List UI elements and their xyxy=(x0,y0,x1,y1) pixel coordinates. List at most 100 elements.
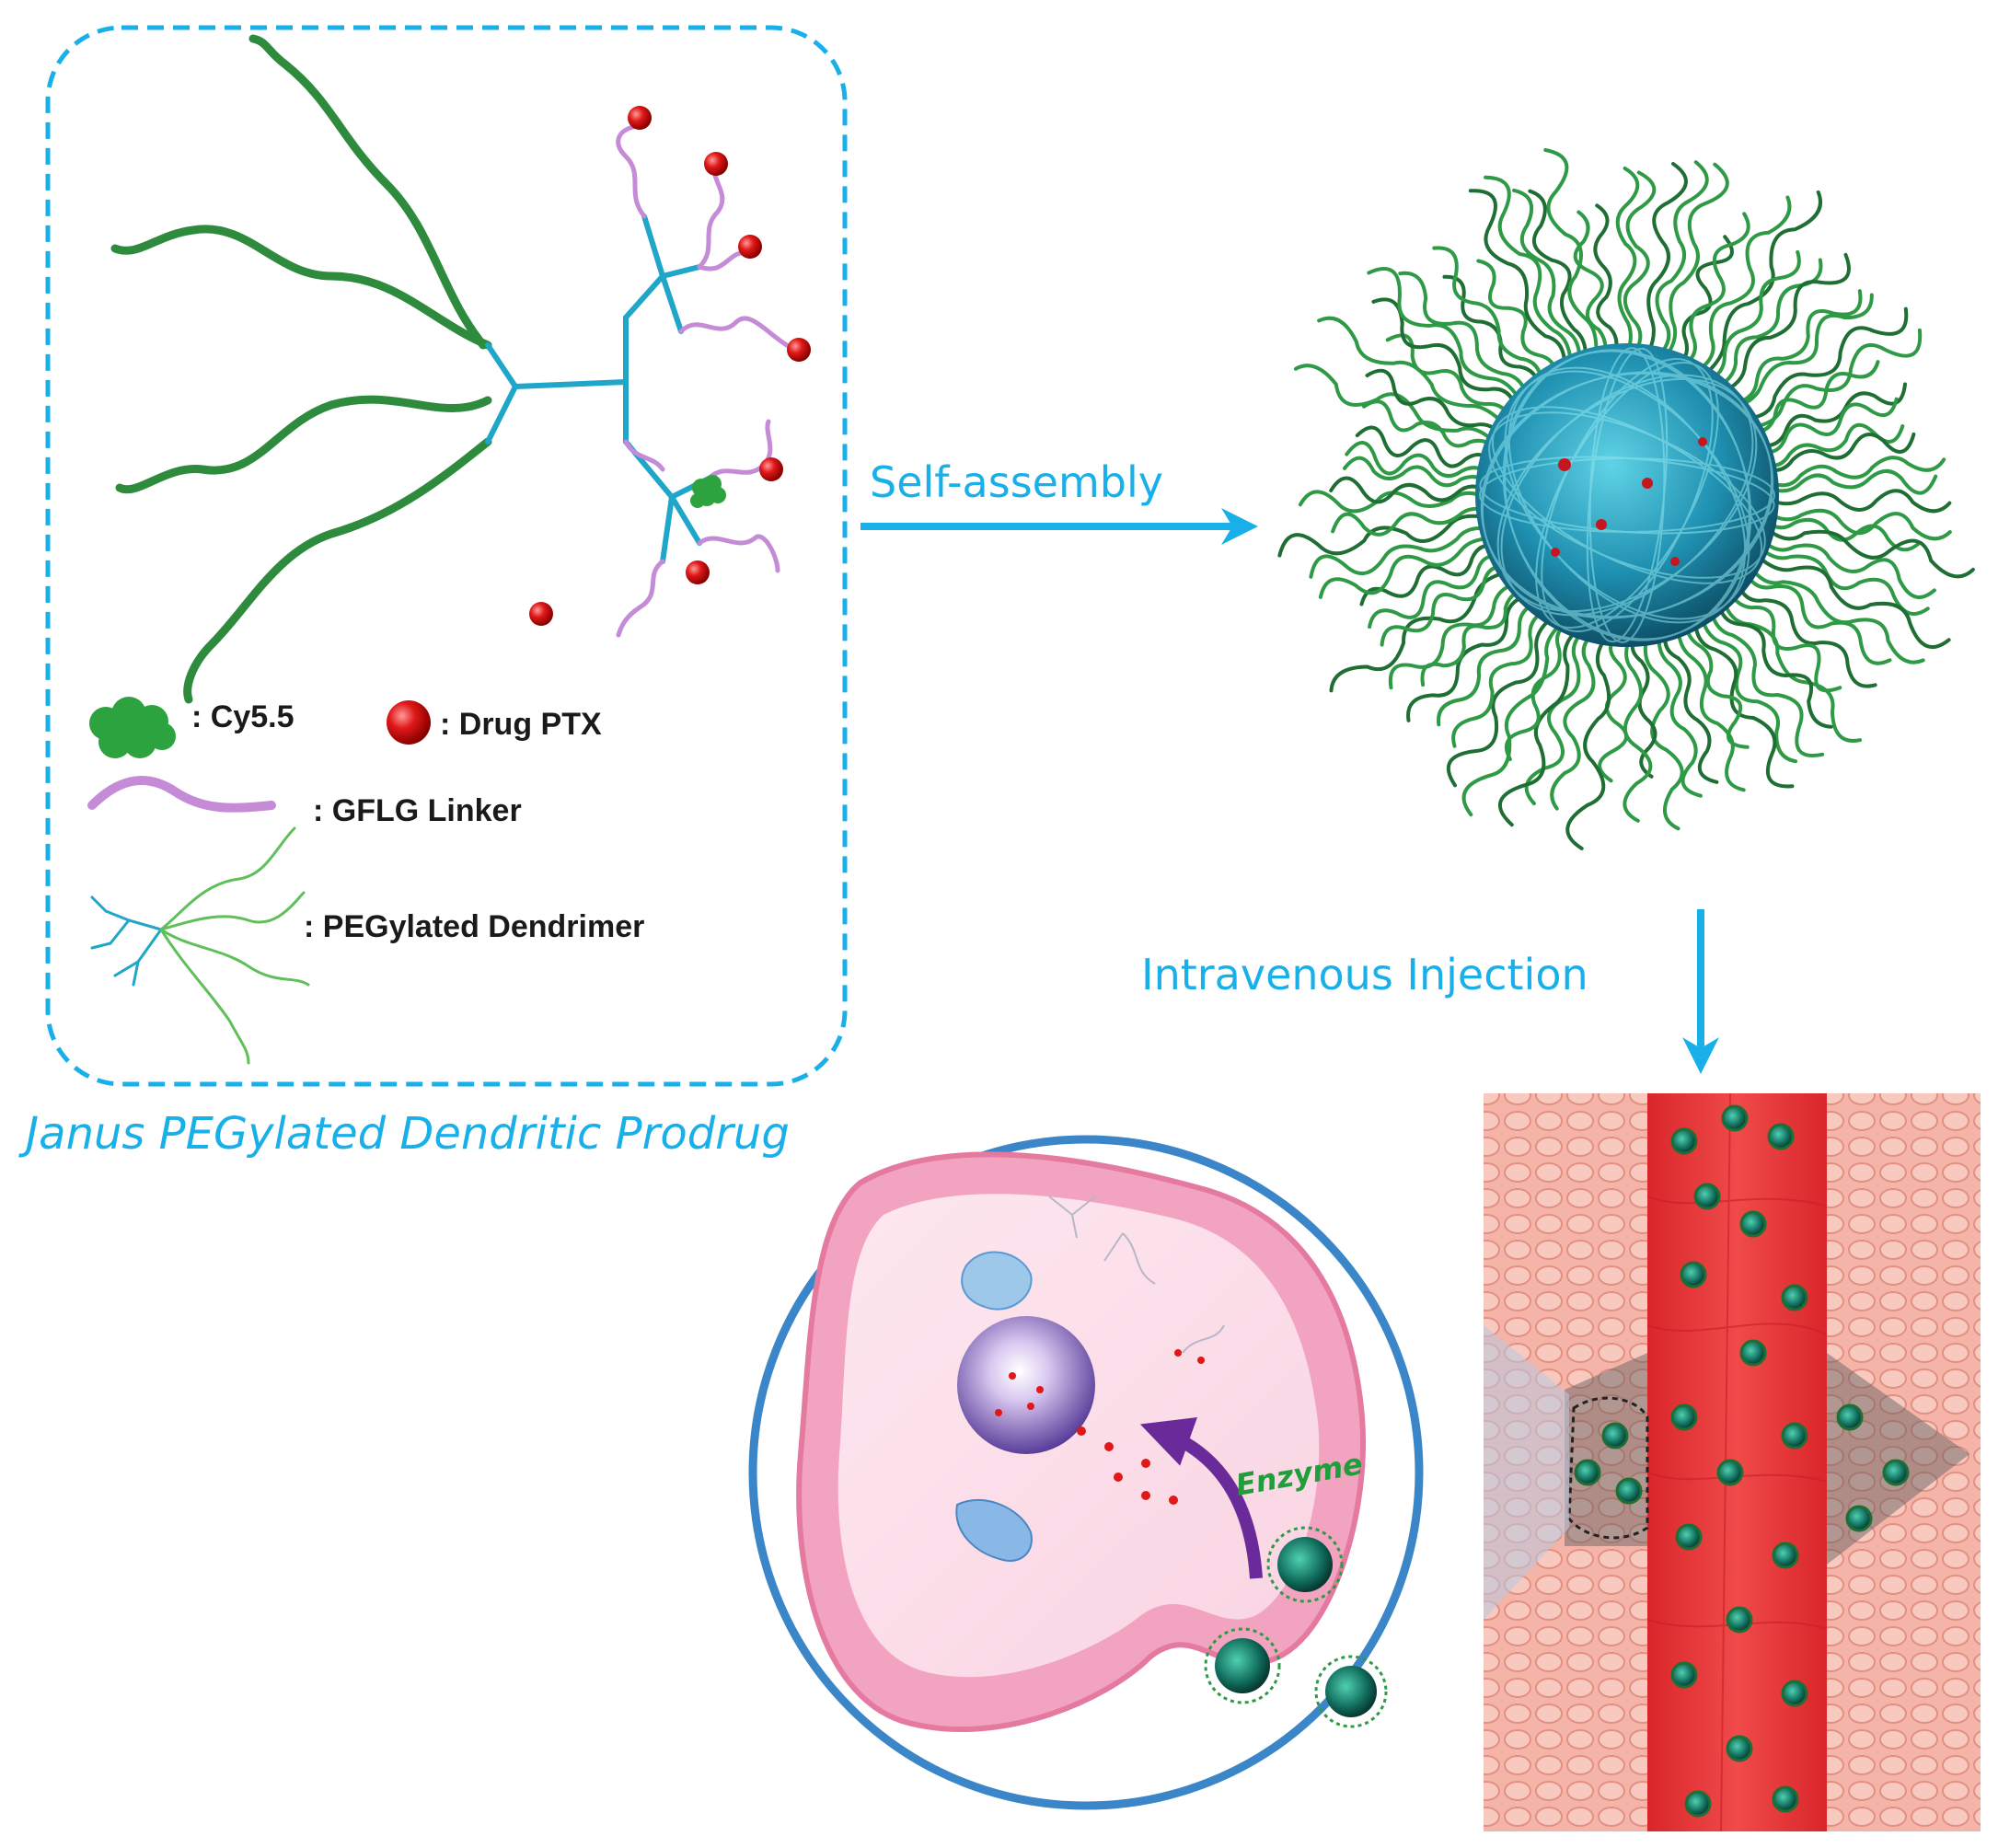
peg-strand xyxy=(1593,203,1619,360)
peg-strand xyxy=(1753,382,1907,448)
prodrug-panel: : Cy5.5 : Drug PTX : GFLG Linker xyxy=(18,25,848,1160)
peg-chain xyxy=(110,225,492,350)
vessel-nanoparticle xyxy=(1670,1661,1698,1689)
peg-strand xyxy=(1746,560,1925,664)
self-assembly-label: Self-assembly xyxy=(870,457,1163,507)
peg-strand xyxy=(1451,606,1551,748)
peg-strand xyxy=(1692,613,1795,789)
drug-legend-icon xyxy=(387,700,431,745)
peg-strand xyxy=(1365,368,1504,440)
peg-strand xyxy=(1345,441,1493,479)
vessel-nanoparticle xyxy=(1615,1477,1643,1505)
peg-strand xyxy=(1367,267,1525,408)
peg-strand xyxy=(1678,212,1750,370)
peg-strand xyxy=(1432,246,1544,388)
peg-strand xyxy=(1498,623,1584,827)
peg-chain xyxy=(183,437,492,704)
peg-chains xyxy=(110,34,492,704)
nanoparticle-core xyxy=(1475,343,1779,647)
peg-strand xyxy=(1512,188,1582,368)
dendron xyxy=(485,214,711,564)
peg-chain xyxy=(115,395,492,494)
vessel-nanoparticle xyxy=(1693,1183,1721,1210)
drug-ptx xyxy=(686,560,710,584)
peg-strand xyxy=(1504,619,1574,761)
vessel-nanoparticle xyxy=(1675,1523,1703,1551)
peg-corona xyxy=(1277,148,1975,850)
vessel-nanoparticle xyxy=(1574,1459,1601,1486)
peg-strand xyxy=(1742,566,1892,665)
vessel-nanoparticle xyxy=(1772,1785,1799,1813)
vessel-nanoparticle xyxy=(1601,1422,1629,1450)
mesh-ring xyxy=(1479,456,1775,535)
vessel-nanoparticle xyxy=(1726,1606,1753,1634)
peg-strand xyxy=(1747,360,1880,433)
vessel-nanoparticle xyxy=(1767,1123,1795,1150)
peg-strand xyxy=(1565,629,1611,850)
vessel-nanoparticle xyxy=(1882,1459,1910,1486)
peg-strand xyxy=(1406,592,1533,722)
peg-strand xyxy=(1643,629,1684,831)
peg-strand xyxy=(1371,297,1519,414)
peg-strand xyxy=(1573,210,1608,362)
peg-strand xyxy=(1761,515,1921,552)
vessel-nanoparticle xyxy=(1680,1261,1707,1288)
peg-strand xyxy=(1728,289,1863,407)
legend-cy55-label: : Cy5.5 xyxy=(191,699,295,734)
legend-linker-label: : GFLG Linker xyxy=(313,793,522,828)
peg-strand xyxy=(1329,476,1491,504)
peg-strand xyxy=(1663,625,1719,784)
prodrug-panel-title: Janus PEGylated Dendritic Prodrug xyxy=(18,1108,790,1160)
drug-ptx xyxy=(787,338,811,362)
peg-strand xyxy=(1277,514,1494,558)
legend-dendrimer-label: : PEGylated Dendrimer xyxy=(304,909,644,944)
vessel-nanoparticle xyxy=(1716,1459,1744,1486)
peg-strand xyxy=(1331,506,1493,537)
injection-step: Intravenous Injection xyxy=(1141,909,1719,1074)
peg-strand xyxy=(1468,189,1566,375)
linker-legend-icon xyxy=(87,776,276,813)
peg-strand xyxy=(1754,541,1930,617)
peg-strand xyxy=(1630,630,1657,779)
vessel-nanoparticle xyxy=(1836,1403,1864,1431)
peg-strand xyxy=(1757,534,1936,599)
peg-strand xyxy=(1708,603,1825,757)
zoom-connector xyxy=(1484,1325,1569,1620)
mesh-ring xyxy=(1504,349,1750,641)
cy55-dye xyxy=(690,475,726,508)
vessel-nanoparticle xyxy=(1781,1680,1808,1707)
tumor-tissue-panel xyxy=(1484,1092,1981,1832)
peg-strand xyxy=(1644,162,1688,361)
endoplasmic-reticulum-icon xyxy=(961,1251,1033,1311)
tumor-cell: Enzyme xyxy=(748,1135,1424,1810)
ptx-drugs xyxy=(529,106,811,626)
peg-strand xyxy=(1763,489,1952,514)
peg-strand xyxy=(1484,175,1573,371)
peg-strand xyxy=(1760,522,1975,579)
peg-strand xyxy=(1699,609,1797,764)
vessel-nanoparticle xyxy=(1684,1790,1712,1818)
peg-strand xyxy=(1739,306,1909,421)
peg-strand xyxy=(1309,526,1496,579)
peg-strand xyxy=(1762,456,1946,488)
peg-strand xyxy=(1329,569,1514,693)
peg-strand xyxy=(1615,167,1640,359)
intravenous-injection-label: Intravenous Injection xyxy=(1141,950,1588,999)
peg-strand xyxy=(1442,274,1541,391)
legend-drug-label: : Drug PTX xyxy=(440,707,602,742)
peg-strand xyxy=(1691,195,1792,375)
peg-strand xyxy=(1420,587,1529,687)
vessel-nanoparticle xyxy=(1781,1422,1808,1450)
drug-ptx xyxy=(738,235,762,259)
peg-strand xyxy=(1461,617,1569,817)
peg-strand xyxy=(1476,259,1556,381)
mesh-ring xyxy=(1480,372,1774,618)
vessel-nanoparticle xyxy=(1670,1403,1698,1431)
peg-strand xyxy=(1368,554,1507,629)
peg-strand xyxy=(1380,564,1511,647)
peg-strand xyxy=(1524,625,1589,805)
peg-strand xyxy=(1343,456,1492,488)
drug-ptx xyxy=(759,457,783,481)
vessel-nanoparticle xyxy=(1781,1284,1808,1311)
